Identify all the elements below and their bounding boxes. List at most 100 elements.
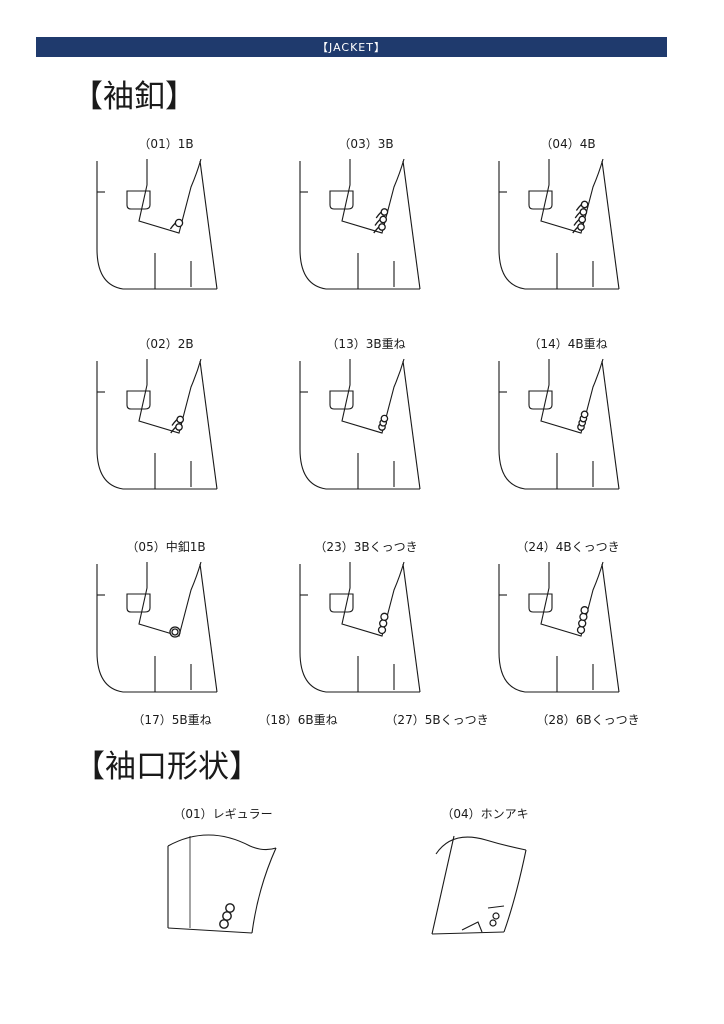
cuff-hem xyxy=(167,927,253,934)
jacket-figure-14-4b-overlap xyxy=(498,358,620,490)
caption-cuff-regular: （01）レギュラー xyxy=(173,807,273,821)
sleeve-button xyxy=(377,625,387,635)
jacket-pocket-flap xyxy=(528,190,553,210)
button-thread xyxy=(170,426,177,434)
jacket-pocket-flap xyxy=(126,593,151,613)
button-thread xyxy=(572,226,579,234)
sleeve-button xyxy=(379,215,388,224)
sleeve-button xyxy=(176,415,185,424)
caption-28-6b-touching: （28）6Bくっつき xyxy=(536,713,640,727)
jacket-pocket-flap xyxy=(329,593,354,613)
jacket-pocket-flap xyxy=(329,190,354,210)
jacket-figure-05-center-1b xyxy=(96,561,218,693)
jacket-front-edge xyxy=(402,360,421,490)
cuff-sleeve-top xyxy=(435,836,527,855)
caption-18-6b-overlap: （18）6B重ね xyxy=(258,713,338,727)
button-thread xyxy=(575,204,582,211)
button-thread xyxy=(574,211,581,219)
caption-cuff-functional: （04）ホンアキ xyxy=(441,807,529,821)
caption-14-4b-overlap: （14）4B重ね xyxy=(528,337,608,351)
jacket-sleeve xyxy=(138,358,202,434)
cuff-sleeve-right xyxy=(251,847,277,934)
sleeve-button xyxy=(578,619,587,628)
cuff-figure-regular xyxy=(167,834,277,934)
cuff-button xyxy=(219,919,229,929)
sleeve-button xyxy=(580,410,589,419)
sleeve-button xyxy=(577,223,585,231)
jacket-sleeve xyxy=(341,158,405,234)
jacket-outline xyxy=(96,161,217,290)
sleeve-button xyxy=(379,619,388,628)
jacket-pocket-flap xyxy=(528,390,553,410)
jacket-pocket-flap xyxy=(528,593,553,613)
jacket-outline xyxy=(96,564,217,693)
cuff-button xyxy=(225,903,235,913)
button-thread xyxy=(373,226,380,234)
button-thread xyxy=(573,219,580,226)
cuff-sleeve-right xyxy=(503,849,527,933)
caption-01-1b: （01）1B xyxy=(138,137,194,151)
sleeve-button xyxy=(380,612,389,621)
caption-24-4b-touching: （24）4Bくっつき xyxy=(516,540,620,554)
jacket-front-edge xyxy=(199,160,218,290)
sleeve-button xyxy=(174,218,184,228)
cuff-vent-slit xyxy=(487,905,505,909)
jacket-front-edge xyxy=(199,360,218,490)
sleeve-button xyxy=(576,625,586,635)
jacket-sleeve xyxy=(540,561,604,637)
jacket-figure-04-4b xyxy=(498,158,620,290)
button-thread xyxy=(374,219,381,226)
cuff-button xyxy=(222,911,232,921)
caption-17-5b-overlap: （17）5B重ね xyxy=(132,713,212,727)
cuff-sleeve-top xyxy=(167,834,277,851)
sleeve-button xyxy=(175,423,183,431)
jacket-front-edge xyxy=(402,160,421,290)
cuff-hem xyxy=(431,931,505,935)
cuff-sleeve-left xyxy=(431,835,455,935)
cuff-button xyxy=(489,919,497,927)
cuff-vent xyxy=(461,921,483,933)
jacket-outline xyxy=(498,161,619,290)
jacket-figure-23-3b-touching xyxy=(299,561,421,693)
jacket-pocket-flap xyxy=(126,190,151,210)
jacket-front-edge xyxy=(601,160,620,290)
jacket-outline xyxy=(96,361,217,490)
sleeve-button xyxy=(580,606,589,615)
jacket-outline xyxy=(299,361,420,490)
jacket-sleeve xyxy=(341,358,405,434)
jacket-sleeve xyxy=(138,158,202,234)
cuff-button xyxy=(492,912,500,920)
section-title-cuff-shape: 【袖口形状】 xyxy=(74,749,260,785)
button-inner-ring xyxy=(171,628,179,636)
jacket-outline xyxy=(498,564,619,693)
jacket-front-edge xyxy=(601,360,620,490)
caption-05-center-1b: （05）中釦1B xyxy=(126,540,206,554)
sleeve-button xyxy=(579,208,588,216)
sleeve-button xyxy=(579,612,588,621)
cuff-figure-functional xyxy=(431,835,527,935)
jacket-outline xyxy=(299,564,420,693)
header-title: 【JACKET】 xyxy=(317,41,386,54)
jacket-sleeve xyxy=(540,358,604,434)
header-bar: 【JACKET】 xyxy=(36,37,667,57)
button-thread xyxy=(169,222,176,230)
jacket-sleeve xyxy=(540,158,604,234)
jacket-sleeve xyxy=(341,561,405,637)
jacket-outline xyxy=(498,361,619,490)
sleeve-button xyxy=(378,223,386,231)
jacket-figure-02-2b xyxy=(96,358,218,490)
jacket-front-edge xyxy=(601,563,620,693)
caption-02-2b: （02）2B xyxy=(138,337,194,351)
jacket-figure-01-1b xyxy=(96,158,218,290)
jacket-sleeve xyxy=(138,561,202,637)
jacket-figure-13-3b-overlap xyxy=(299,358,421,490)
jacket-front-edge xyxy=(402,563,421,693)
caption-27-5b-touching: （27）5Bくっつき xyxy=(385,713,489,727)
caption-23-3b-touching: （23）3Bくっつき xyxy=(314,540,418,554)
caption-13-3b-overlap: （13）3B重ね xyxy=(326,337,406,351)
caption-04-4b: （04）4B xyxy=(540,137,596,151)
button-thread xyxy=(171,419,178,426)
section-title-cuff-buttons: 【袖釦】 xyxy=(72,79,196,115)
jacket-pocket-flap xyxy=(126,390,151,410)
caption-03-3b: （03）3B xyxy=(338,137,394,151)
